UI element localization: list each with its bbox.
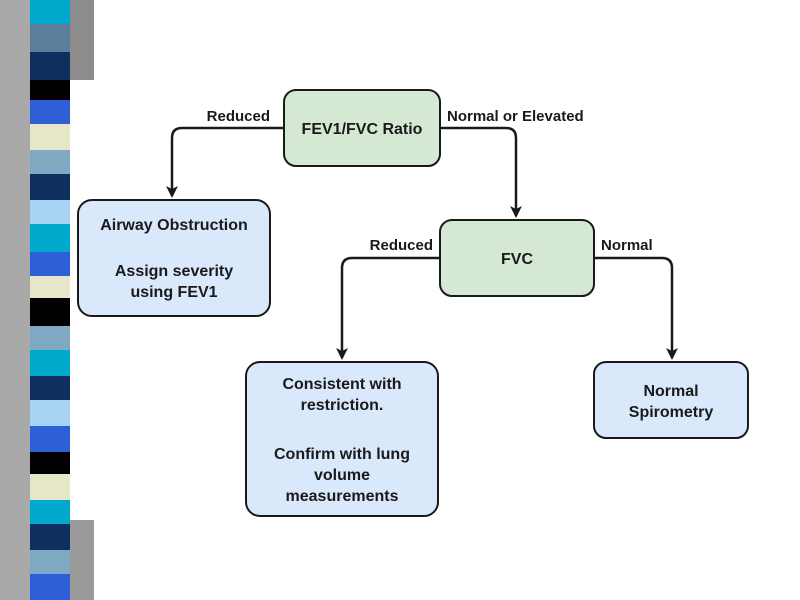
decision-node-ratio-label: FEV1/FVC Ratio (302, 121, 423, 138)
outcome-node-obstruction: Airway Obstruction Assign severity using… (77, 199, 271, 317)
decorative-stripe-bar (0, 0, 94, 600)
outcome-node-obstruction-line: Assign severity (115, 263, 233, 280)
connector-ratio-to-obstruction (166, 126, 284, 198)
outcome-node-obstruction-line: using FEV1 (130, 284, 217, 301)
outcome-node-normal-line: Spirometry (629, 404, 714, 421)
outcome-node-restriction-line: measurements (286, 488, 399, 505)
outcome-node-obstruction-line: Airway Obstruction (100, 217, 248, 234)
edge-label-ratio-reduced: Reduced (207, 108, 270, 125)
outcome-node-normal: Normal Spirometry (593, 361, 749, 439)
edge-label-fvc-reduced: Reduced (370, 237, 433, 254)
outcome-node-normal-line: Normal (643, 383, 698, 400)
decision-node-ratio: FEV1/FVC Ratio (283, 89, 441, 167)
edge-label-fvc-normal: Normal (601, 237, 653, 254)
connector-fvc-to-normal (594, 256, 678, 360)
outcome-node-restriction-line: Confirm with lung (274, 446, 410, 463)
decision-node-fvc: FVC (439, 219, 595, 297)
decision-node-fvc-label: FVC (501, 251, 533, 268)
outcome-node-restriction-line: restriction. (301, 397, 384, 414)
outcome-node-restriction-line: volume (314, 467, 370, 484)
outcome-node-restriction: Consistent with restriction. Confirm wit… (245, 361, 439, 517)
outcome-node-restriction-line: Consistent with (282, 376, 401, 393)
connector-ratio-to-fvc (440, 126, 522, 218)
edge-label-ratio-normal: Normal or Elevated (447, 108, 584, 125)
connector-fvc-to-restriction (336, 256, 440, 360)
